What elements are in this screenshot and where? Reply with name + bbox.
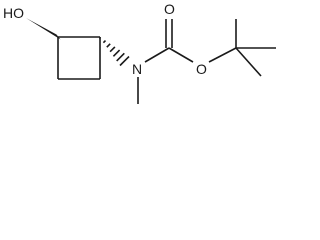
carbonyl-ester-bond — [168, 47, 194, 63]
ester-oxygen-label: O — [196, 61, 207, 77]
n-carbonyl-bond — [144, 47, 170, 63]
wedge-bond-hydroxyl — [26, 18, 61, 40]
hashed-bond-nitrogen — [98, 36, 130, 67]
carbonyl-oxygen-label: O — [164, 1, 175, 17]
tbutyl-methyl-down — [235, 47, 262, 77]
chemical-structure: HO N O O — [3, 1, 276, 104]
hydroxyl-label: HO — [3, 5, 24, 21]
ester-quaternary-bond — [208, 47, 237, 63]
nitrogen-label: N — [132, 61, 142, 77]
